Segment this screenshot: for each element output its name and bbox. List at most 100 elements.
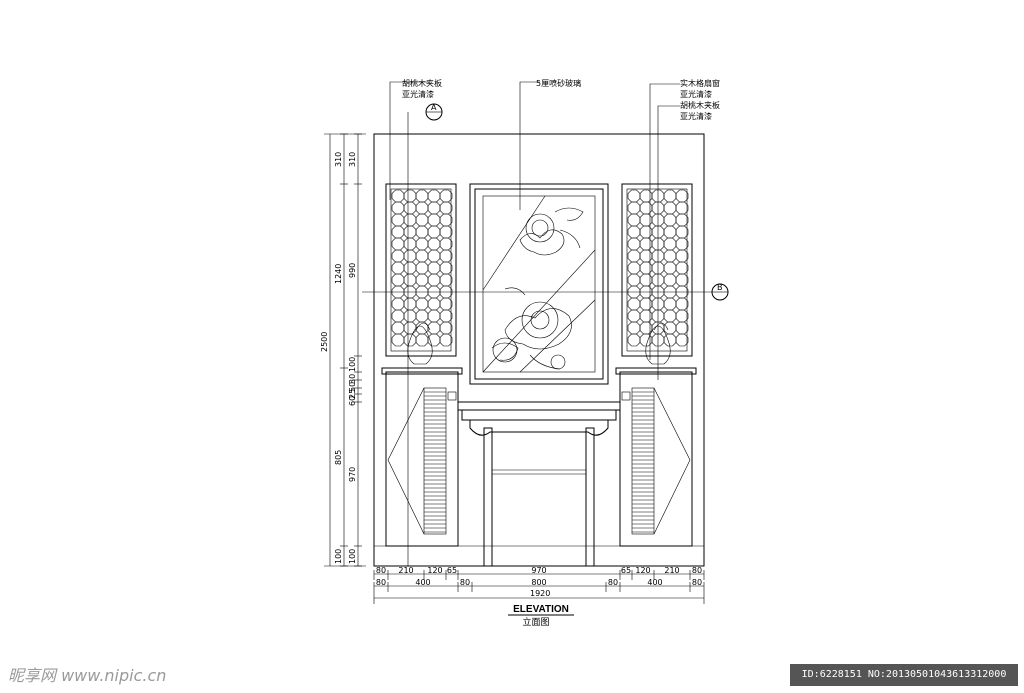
lattice-cell (663, 237, 677, 251)
dimension-label: 400 (415, 578, 430, 587)
svg-text:5厘喷砂玻璃: 5厘喷砂玻璃 (536, 78, 581, 88)
lattice-cell (675, 237, 689, 251)
svg-text:实木格扇窗: 实木格扇窗 (680, 78, 720, 88)
lattice-cell (427, 273, 441, 287)
lattice-cell (663, 189, 677, 203)
lattice-cell (675, 201, 689, 215)
lattice-cell (391, 297, 405, 311)
lattice-cell (439, 201, 453, 215)
bottom-dimension-total: 1920 (373, 589, 705, 604)
right-side-cabinet (615, 322, 697, 547)
lattice-cell (439, 273, 453, 287)
lattice-cell (403, 189, 417, 203)
svg-text:亚光清漆: 亚光清漆 (402, 89, 434, 99)
lattice-cell (403, 213, 417, 227)
dimension-label: 970 (348, 467, 357, 482)
lattice-cell (439, 309, 453, 323)
lattice-cell (427, 297, 441, 311)
lattice-cell (439, 321, 453, 335)
dimension-label: 100 (334, 549, 343, 564)
dimension-label: 310 (348, 152, 357, 167)
right-lattice-window (621, 183, 693, 357)
lattice-cell (391, 261, 405, 275)
image-id-strip: ID:6228151 NO:20130501043613312000 (790, 664, 1018, 686)
dimension-label: 100 (348, 549, 357, 564)
console-table (447, 391, 631, 567)
lattice-cell (427, 261, 441, 275)
callout-right-top: 实木格扇窗 亚光清漆 (649, 78, 720, 360)
callout-left: 胡桃木夹板 亚光清漆 (389, 78, 442, 200)
svg-text:1920: 1920 (530, 589, 550, 598)
peony-motif-top (519, 207, 584, 256)
dimension-label: 120 (635, 566, 650, 575)
callout-right-bottom: 胡桃木夹板 亚光清漆 (657, 100, 720, 380)
lattice-cell (403, 297, 417, 311)
lattice-cell (415, 333, 429, 347)
left-lattice-window (385, 183, 457, 357)
wall-outline (373, 133, 705, 567)
lattice-cell (427, 321, 441, 335)
dimension-label: 80 (692, 566, 702, 575)
lattice-cell (663, 225, 677, 239)
dimension-label: 210 (398, 566, 413, 575)
lattice-cell (415, 237, 429, 251)
dimension-label: 100 (348, 357, 357, 372)
dimension-label: 80 (460, 578, 470, 587)
dimension-label: 80 (376, 578, 386, 587)
lattice-cell (663, 261, 677, 275)
lattice-cell (627, 201, 641, 215)
lattice-cell (403, 225, 417, 239)
dimension-label: 805 (334, 450, 343, 465)
lattice-cell (675, 309, 689, 323)
lattice-cell (663, 273, 677, 287)
peony-motif-bottom (491, 287, 572, 370)
dimension-label: 210 (664, 566, 679, 575)
dimension-label: 60 (348, 396, 357, 406)
lattice-cell (627, 213, 641, 227)
lattice-cell (627, 297, 641, 311)
lattice-cell (627, 309, 641, 323)
dimension-label: 400 (647, 578, 662, 587)
lattice-cell (439, 249, 453, 263)
dimension-label: 30 (348, 374, 357, 384)
svg-text:A: A (431, 103, 437, 112)
lattice-cell (627, 273, 641, 287)
lattice-cell (403, 273, 417, 287)
lattice-cell (391, 249, 405, 263)
lattice-cell (403, 321, 417, 335)
lattice-cell (663, 309, 677, 323)
lattice-cell (403, 237, 417, 251)
svg-text:亚光清漆: 亚光清漆 (680, 89, 712, 99)
lattice-cell (663, 201, 677, 215)
center-glass-panel (469, 183, 609, 385)
lattice-cell (675, 213, 689, 227)
lattice-cell (675, 261, 689, 275)
lattice-cell (391, 321, 405, 335)
lattice-cell (403, 249, 417, 263)
lattice-cell (627, 237, 641, 251)
lattice-cell (675, 297, 689, 311)
lattice-cell (439, 297, 453, 311)
lattice-cell (439, 237, 453, 251)
lattice-cell (391, 237, 405, 251)
lattice-cell (675, 225, 689, 239)
svg-text:胡桃木夹板: 胡桃木夹板 (680, 100, 720, 110)
lattice-cell (627, 261, 641, 275)
lattice-cell (427, 201, 441, 215)
section-marker-a: A (425, 103, 443, 121)
dimension-label: 80 (692, 578, 702, 587)
lattice-cell (427, 225, 441, 239)
lattice-cell (627, 225, 641, 239)
lattice-cell (439, 225, 453, 239)
lattice-cell (663, 249, 677, 263)
lattice-cell (675, 333, 689, 347)
lattice-cell (427, 213, 441, 227)
lattice-cell (415, 225, 429, 239)
svg-text:胡桃木夹板: 胡桃木夹板 (402, 78, 442, 88)
lattice-cell (675, 321, 689, 335)
